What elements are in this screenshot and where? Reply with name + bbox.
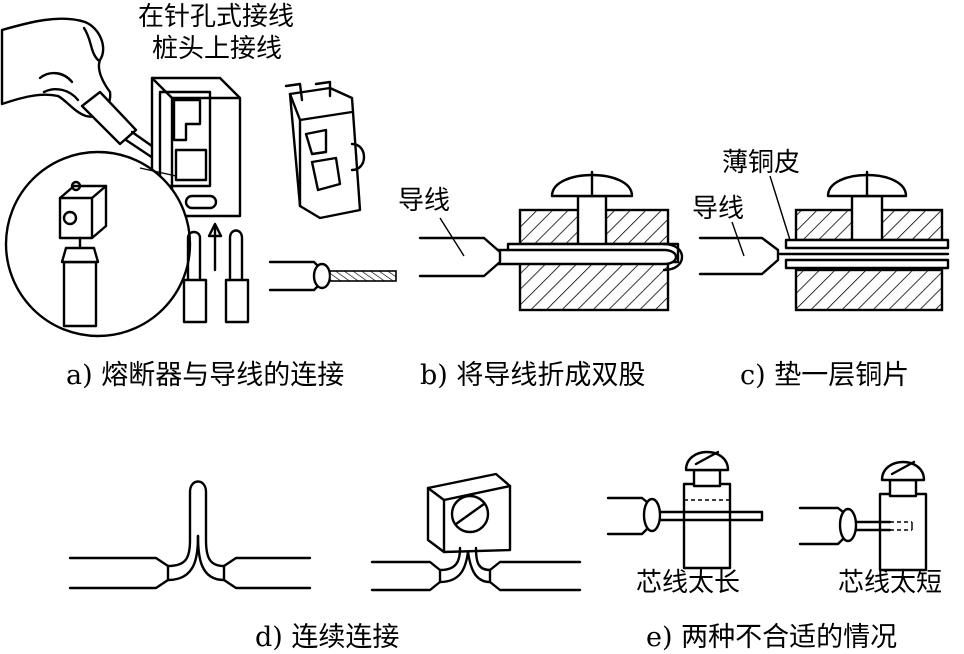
insertion-wires — [182, 222, 250, 324]
caption-d: d) 连续连接 — [255, 622, 400, 653]
label-thin-copper: 薄铜皮 — [722, 148, 801, 178]
panel-b-drawing — [418, 170, 683, 312]
fuse-clip — [284, 80, 366, 220]
label-wire-b: 导线 — [398, 186, 451, 216]
magnifier-detail — [4, 150, 192, 338]
stripped-wire — [268, 260, 397, 292]
annotation-pin-terminal-line1: 在针孔式接线 — [138, 2, 295, 32]
caption-c: c) 垫一层铜片 — [740, 360, 910, 391]
caption-b: b) 将导线折成双股 — [420, 360, 646, 391]
panel-c-drawing — [698, 170, 950, 312]
label-core-too-long: 芯线太长 — [636, 568, 741, 598]
annotation-pin-terminal-line2: 桩头上接线 — [152, 34, 283, 64]
panel-a-drawing — [0, 17, 397, 338]
caption-a: a) 熔断器与导线的连接 — [66, 360, 345, 391]
core-too-long — [606, 450, 764, 570]
panel-e-drawing — [606, 450, 928, 572]
hand-icon — [0, 17, 112, 118]
label-core-too-short: 芯线太短 — [838, 568, 943, 598]
continuous-joint-straight — [68, 480, 312, 590]
panel-d-drawing — [68, 472, 582, 592]
continuous-joint-screw — [370, 472, 582, 592]
label-wire-c: 导线 — [692, 194, 745, 224]
fuse-holder-block — [150, 76, 242, 218]
core-too-short — [798, 460, 928, 572]
caption-e: e) 两种不合适的情况 — [646, 622, 898, 653]
